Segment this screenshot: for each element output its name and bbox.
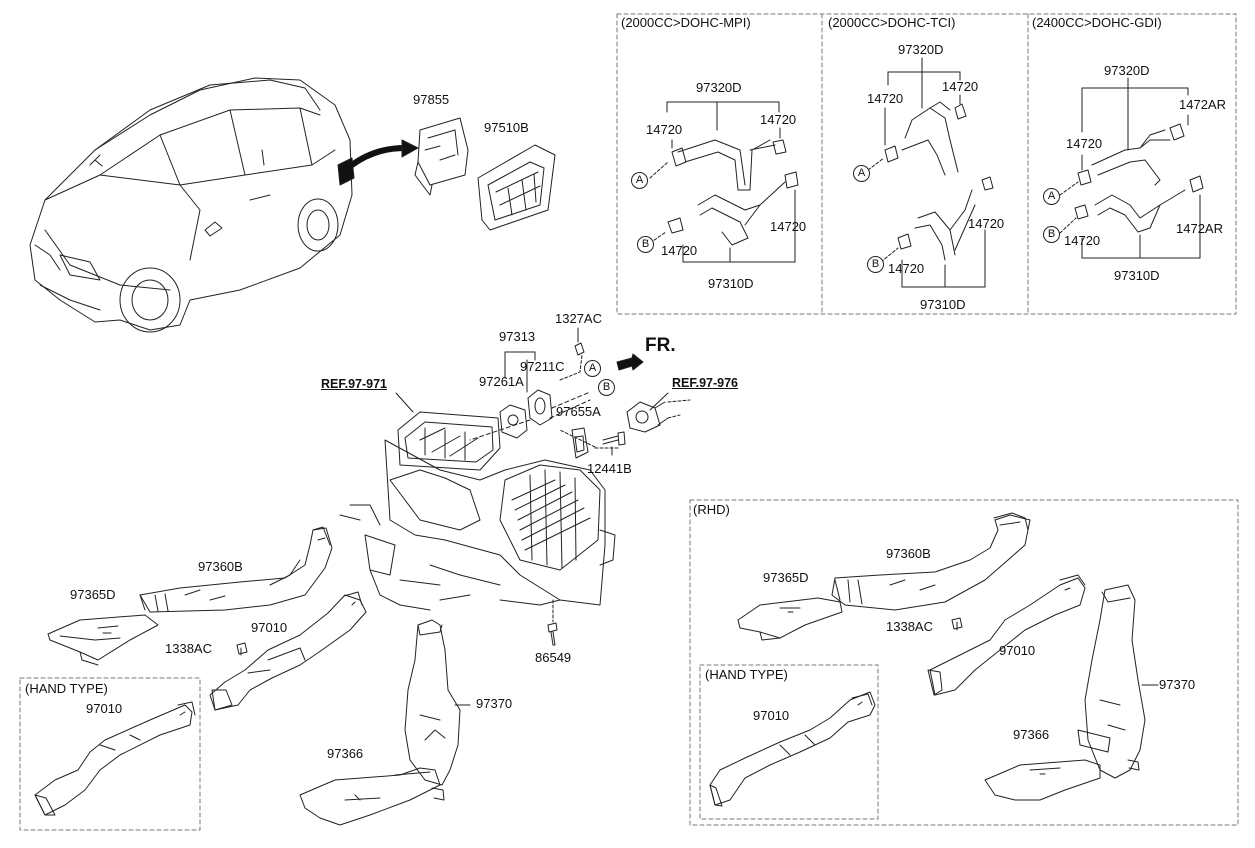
duct-97010-drawing xyxy=(209,591,367,711)
cabin-filter-drawing xyxy=(477,144,556,231)
part-97360b-label: 97360B xyxy=(198,559,243,574)
part-97855-label: 97855 xyxy=(413,92,450,107)
hand-type-left-title: (HAND TYPE) xyxy=(25,681,108,696)
part-12441b-label: 12441B xyxy=(587,461,632,476)
tci-hose-upper-label: 97320D xyxy=(898,42,944,57)
part-97211c-label: 97211C xyxy=(520,359,565,374)
hvac-unit-drawing xyxy=(339,411,616,611)
hand-type-left-part-label: 97010 xyxy=(86,701,123,716)
ref-left-leader xyxy=(395,392,414,413)
gdi-panel-title: (2400CC>DOHC-GDI) xyxy=(1032,15,1162,30)
rhd-part-97366-label: 97366 xyxy=(1013,727,1050,742)
rhd-duct-97360b-drawing xyxy=(831,512,1031,611)
mpi-clamp-lower-left-label: 14720 xyxy=(661,243,698,258)
rhd-part-1338ac-label: 1338AC xyxy=(886,619,933,634)
rhd-duct-97010-drawing xyxy=(927,574,1086,696)
part-97365d-label: 97365D xyxy=(70,587,116,602)
ref-right-leader xyxy=(649,392,669,411)
rhd-hand-type-duct-drawing xyxy=(709,691,876,807)
main-marker-a: A xyxy=(584,360,601,377)
part-86549-label: 86549 xyxy=(535,650,572,665)
rhd-title: (RHD) xyxy=(693,502,730,517)
gdi-clamp-upper-left-label: 14720 xyxy=(1066,136,1103,151)
part-1327ac-label: 1327AC xyxy=(555,311,602,326)
mpi-panel-title: (2000CC>DOHC-MPI) xyxy=(621,15,751,30)
mpi-clamp-upper-right-label: 14720 xyxy=(760,112,797,127)
rhd-part-97365d-label: 97365D xyxy=(763,570,809,585)
gdi-clamp-lower-left-label: 14720 xyxy=(1064,233,1101,248)
ref-right-label[interactable]: REF.97-976 xyxy=(672,376,739,390)
tci-marker-b: B xyxy=(867,256,884,273)
mpi-hose-upper-label: 97320D xyxy=(696,80,742,95)
tci-clamp-lower-right-label: 14720 xyxy=(968,216,1005,231)
mpi-marker-a: A xyxy=(631,172,648,189)
tci-clamp-lower-left-label: 14720 xyxy=(888,261,925,276)
gdi-hose-lower-label: 97310D xyxy=(1114,268,1160,283)
front-direction-label: FR. xyxy=(645,335,676,356)
tci-marker-a: A xyxy=(853,165,870,182)
bolt-86549-drawing xyxy=(547,599,558,646)
part-97313-label: 97313 xyxy=(499,329,536,344)
grommet-and-bolt-drawing xyxy=(559,399,691,459)
rhd-part-97370-label: 97370 xyxy=(1159,677,1196,692)
gdi-hose-upper-label: 97320D xyxy=(1104,63,1150,78)
ref-left-label[interactable]: REF.97-971 xyxy=(321,377,388,391)
filter-cover-drawing xyxy=(414,117,469,196)
mpi-clamp-lower-right-label: 14720 xyxy=(770,219,807,234)
rhd-hand-type-title: (HAND TYPE) xyxy=(705,667,788,682)
part-1338ac-label: 1338AC xyxy=(165,641,212,656)
rear-duct-97370-drawing xyxy=(404,619,471,801)
drain-connector-drawing xyxy=(469,327,591,441)
tci-panel-title: (2000CC>DOHC-TCI) xyxy=(828,15,956,30)
mpi-hose-lower-label: 97310D xyxy=(708,276,754,291)
part-97655a-label: 97655A xyxy=(556,404,601,419)
rhd-foot-outlet-97365d-drawing xyxy=(737,597,843,641)
mpi-hoses-drawing xyxy=(649,101,799,263)
variant-panels-frame xyxy=(19,13,1239,831)
part-97510b-label: 97510B xyxy=(484,120,529,135)
rear-duct-97360b-drawing xyxy=(47,526,333,666)
mpi-clamp-upper-left-label: 14720 xyxy=(646,122,683,137)
mpi-marker-b: B xyxy=(637,236,654,253)
tci-hose-lower-label: 97310D xyxy=(920,297,966,312)
main-marker-b: B xyxy=(598,379,615,396)
front-arrow-icon xyxy=(616,353,644,371)
hand-type-duct-left-drawing xyxy=(34,701,196,816)
part-97366-label: 97366 xyxy=(327,746,364,761)
part-97261a-label: 97261A xyxy=(479,374,524,389)
gdi-clamp-upper-right-label: 1472AR xyxy=(1179,97,1226,112)
rhd-foot-outlet-97366-drawing xyxy=(984,729,1111,801)
gdi-hoses-drawing xyxy=(1059,77,1204,259)
tci-hoses-drawing xyxy=(867,57,994,288)
part-97370-label: 97370 xyxy=(476,696,513,711)
tci-clamp-upper-left-label: 14720 xyxy=(867,91,904,106)
gdi-clamp-lower-right-label: 1472AR xyxy=(1176,221,1223,236)
tci-clamp-upper-right-label: 14720 xyxy=(942,79,979,94)
part-97010-label: 97010 xyxy=(251,620,288,635)
foot-outlet-97366-drawing xyxy=(299,767,441,826)
rhd-part-97360b-label: 97360B xyxy=(886,546,931,561)
rhd-part-97010-label: 97010 xyxy=(999,643,1036,658)
rhd-duct-97370-drawing xyxy=(1084,584,1159,779)
vehicle-illustration xyxy=(29,77,419,333)
gdi-marker-b: B xyxy=(1043,226,1060,243)
gdi-marker-a: A xyxy=(1043,188,1060,205)
rhd-hand-type-part-label: 97010 xyxy=(753,708,790,723)
